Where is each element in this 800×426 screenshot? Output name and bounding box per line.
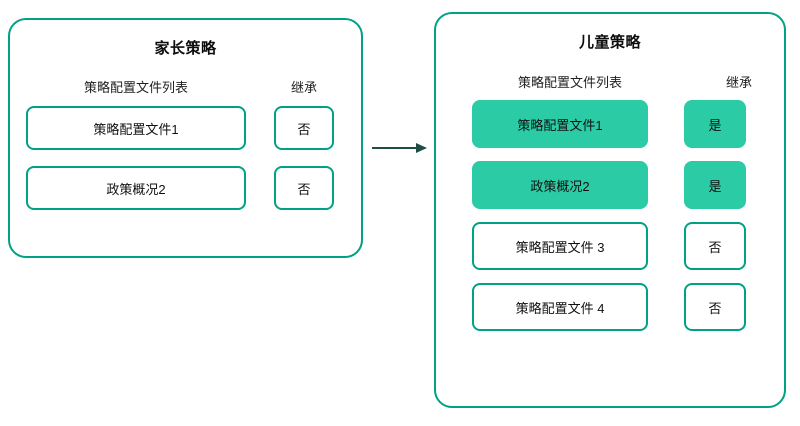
- child-column-headers: 策略配置文件列表 继承: [436, 72, 784, 91]
- table-row: 政策概况2 否: [10, 166, 361, 210]
- profile-name-cell[interactable]: 策略配置文件1: [472, 100, 648, 148]
- profile-name-cell[interactable]: 策略配置文件1: [26, 106, 246, 150]
- table-row: 策略配置文件 4 否: [436, 283, 784, 331]
- inherit-status-cell[interactable]: 是: [684, 161, 746, 209]
- inherit-status-cell[interactable]: 否: [684, 222, 746, 270]
- inherit-status-cell[interactable]: 否: [274, 166, 334, 210]
- column-header-inherit: 继承: [725, 75, 752, 90]
- parent-policy-panel: 家长策略 策略配置文件列表 继承 策略配置文件1 否 政策概况2 否: [8, 18, 363, 258]
- parent-column-headers: 策略配置文件列表 继承: [10, 77, 361, 96]
- inherit-status-cell[interactable]: 否: [274, 106, 334, 150]
- profile-name-cell[interactable]: 政策概况2: [472, 161, 648, 209]
- table-row: 策略配置文件1 否: [10, 106, 361, 150]
- parent-policy-title: 家长策略: [154, 40, 217, 57]
- profile-name-cell[interactable]: 策略配置文件 3: [472, 222, 648, 270]
- column-header-inherit: 继承: [290, 80, 317, 95]
- column-header-profile-list: 策略配置文件列表: [517, 75, 622, 90]
- inheritance-arrow-icon: [372, 143, 427, 153]
- parent-policy-rows: 策略配置文件1 否 政策概况2 否: [10, 106, 361, 226]
- child-policy-title: 儿童策略: [578, 34, 641, 51]
- inherit-status-cell[interactable]: 否: [684, 283, 746, 331]
- inherit-status-cell[interactable]: 是: [684, 100, 746, 148]
- column-header-profile-list: 策略配置文件列表: [83, 80, 188, 95]
- profile-name-cell[interactable]: 政策概况2: [26, 166, 246, 210]
- child-policy-rows: 策略配置文件1 是 政策概况2 是 策略配置文件 3 否 策略配置文件 4 否: [436, 100, 784, 344]
- table-row: 策略配置文件1 是: [436, 100, 784, 148]
- table-row: 政策概况2 是: [436, 161, 784, 209]
- child-policy-panel: 儿童策略 策略配置文件列表 继承 策略配置文件1 是 政策概况2 是 策略配置文…: [434, 12, 786, 408]
- profile-name-cell[interactable]: 策略配置文件 4: [472, 283, 648, 331]
- table-row: 策略配置文件 3 否: [436, 222, 784, 270]
